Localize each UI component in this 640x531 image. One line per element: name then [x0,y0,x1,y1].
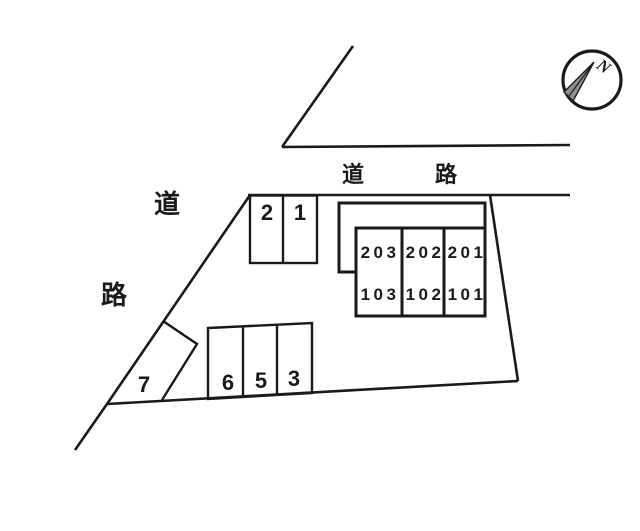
unit-101-label: 101 [448,285,487,304]
road-lines [248,45,571,197]
building-unit-labels: 203 202 201 103 102 101 [361,243,487,304]
top-road-label-part2: 路 [435,162,458,187]
unit-102-label: 102 [406,285,445,304]
left-road-upper-diagonal-edge [280,45,355,148]
building-main-block [354,226,487,318]
property-boundary [73,194,520,451]
left-road-label-part2: 路 [101,280,128,310]
lower-stall-block [206,321,314,401]
compass-circle [561,49,623,111]
stall-3-label: 3 [288,366,300,391]
angled-stall-outline [160,320,199,401]
angled-parking-stall: 7 [138,320,199,401]
left-road-label-part1: 道 [154,189,180,219]
stall-1-label: 1 [294,200,306,225]
north-arrow-centerline [568,61,595,97]
stall-6-label: 6 [222,370,234,395]
stall-7-label: 7 [138,372,150,397]
stall-2-label: 2 [261,200,273,225]
lower-parking-stalls: 6 5 3 [206,321,314,401]
top-road-north-edge [281,143,571,149]
unit-203-label: 203 [361,243,400,262]
stall-5-label: 5 [255,368,267,393]
unit-201-label: 201 [448,243,487,262]
property-boundary-right [488,194,520,382]
building-outline [337,201,487,318]
property-boundary-left [73,194,252,451]
unit-202-label: 202 [406,243,445,262]
compass: N [561,49,623,111]
building-upper-extension-outline [337,201,487,274]
unit-103-label: 103 [361,285,400,304]
top-road-label-part1: 道 [342,162,364,187]
upper-parking-stalls: 2 1 [248,194,319,265]
